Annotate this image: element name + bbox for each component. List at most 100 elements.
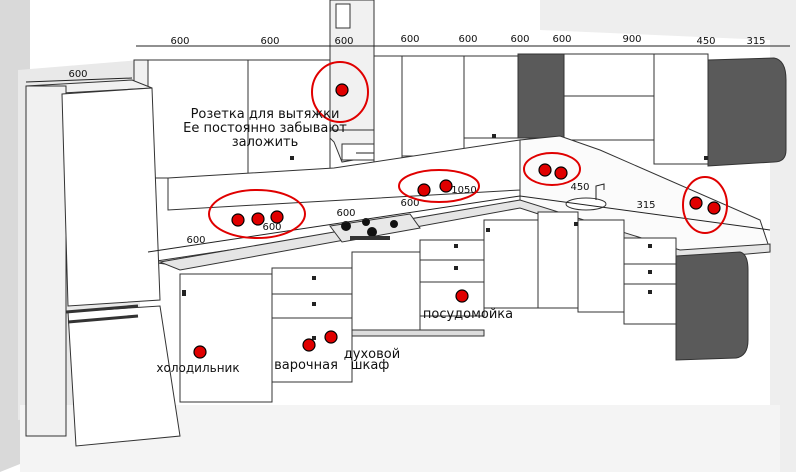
marker-ring-sink <box>523 152 581 186</box>
handle <box>648 290 652 294</box>
counter-dimension-left <box>147 195 521 253</box>
hob <box>329 213 421 243</box>
upper-dim-label: 600 <box>260 36 279 47</box>
upper-cabinet-6 <box>563 53 655 97</box>
burner-2 <box>362 218 370 226</box>
marker-ring-hob <box>208 189 306 239</box>
oven-label-line1: духовой <box>344 347 400 362</box>
handle <box>648 270 652 274</box>
counter-dim-label: 600 <box>262 222 281 233</box>
lower-cabinet-rounded <box>675 251 749 361</box>
upper-cabinet-7 <box>563 95 655 141</box>
upper-dimension-lines: 600 600 600 600 600 600 600 900 450 315 … <box>25 34 790 83</box>
upper-dim-label: 315 <box>746 36 765 47</box>
upper-dim-label: 600 <box>334 36 353 47</box>
handle <box>454 266 458 270</box>
counter-dim-label: 600 <box>400 198 419 209</box>
fridge-door-lower <box>67 305 181 447</box>
lower-cabinets <box>179 134 749 403</box>
upper-dim-label: 450 <box>696 36 715 47</box>
marker-ring-hood <box>311 61 369 123</box>
upper-cabinet-rounded <box>707 57 787 167</box>
hood-socket-note-line2: Ее постоянно забывают <box>183 121 347 136</box>
lower-cabinet-drawer-4 <box>419 259 485 283</box>
marker-ring-counter <box>398 169 480 203</box>
upper-cabinet-4 <box>401 55 465 157</box>
socket-dot <box>439 179 453 193</box>
socket-dot <box>335 83 349 97</box>
upper-cabinet-3 <box>373 55 403 175</box>
socket-dot <box>538 163 552 177</box>
handle <box>486 228 490 232</box>
counter-dim-label: 315 <box>636 200 655 211</box>
handle <box>704 156 708 160</box>
handle <box>290 156 294 160</box>
upper-cabinet-5 <box>463 55 519 139</box>
upper-dim-label: 600 <box>400 34 419 45</box>
burner-4 <box>390 220 398 228</box>
lower-cabinet-drawer-5 <box>623 237 677 265</box>
fridge-label: холодильник <box>156 361 239 375</box>
upper-cabinet-corner <box>517 53 565 139</box>
socket-dot <box>689 196 703 210</box>
upper-cabinet-1 <box>147 59 249 179</box>
socket-dot <box>417 183 431 197</box>
socket-dot-hob-lower <box>302 338 316 352</box>
upper-dim-label: 900 <box>622 34 641 45</box>
fridge-handle-2 <box>67 314 139 324</box>
plinth <box>351 329 485 337</box>
socket-dot <box>270 210 284 224</box>
upper-dim-label: 600 <box>552 34 571 45</box>
fridge-dimension-line <box>25 77 133 83</box>
counter-dim-label: 450 <box>570 182 589 193</box>
handle <box>312 302 316 306</box>
sink-faucet <box>595 183 605 200</box>
lower-cabinet-3 <box>351 251 421 331</box>
hob-controls <box>350 236 390 240</box>
lower-cabinet-1 <box>179 273 273 403</box>
upper-cabinet-8 <box>653 53 709 165</box>
socket-dot <box>554 166 568 180</box>
hood-socket-note-line3: заложить <box>232 135 299 150</box>
counter-dim-label: 1050 <box>451 185 476 196</box>
counter-dimension-right <box>519 195 771 231</box>
hood-vent <box>335 3 351 29</box>
lower-cabinet-5 <box>483 219 539 309</box>
upper-cabinet-2 <box>247 59 331 179</box>
fridge-dim-label: 600 <box>68 69 87 80</box>
counter-dim-label: 600 <box>186 235 205 246</box>
lower-cabinet-drawer-1 <box>271 267 353 295</box>
hood-socket-note-line1: Розетка для вытяжки <box>191 107 340 122</box>
dishwasher-label: посудомойка <box>423 307 513 322</box>
annotations: Розетка для вытяжки Ее постоянно забываю… <box>156 107 513 375</box>
oven-label-line2: шкаф <box>351 358 390 373</box>
upper-cabinets <box>133 53 787 179</box>
hob-label: варочная <box>274 358 338 373</box>
upper-dim-label: 600 <box>510 34 529 45</box>
handle <box>312 276 316 280</box>
lower-cabinet-drawer-3 <box>419 239 485 261</box>
socket-dot-oven <box>324 330 338 344</box>
marker-ring-corner <box>682 176 728 234</box>
lower-cabinet-6 <box>537 211 579 309</box>
socket-dot <box>231 213 245 227</box>
sink-bowl <box>565 197 607 211</box>
handle <box>182 290 186 296</box>
socket-dot <box>251 212 265 226</box>
fridge-side <box>25 85 67 437</box>
fridge-handle-1 <box>65 304 139 314</box>
upper-dim-label: 600 <box>458 34 477 45</box>
lower-cabinet-7 <box>577 219 625 313</box>
socket-dot-dishwasher <box>455 289 469 303</box>
handle <box>648 244 652 248</box>
handle <box>454 244 458 248</box>
dishwasher-cabinet <box>419 281 485 317</box>
counter-dimension-lines: 600 600 600 600 1050 450 315 <box>147 182 771 253</box>
sink <box>565 183 607 211</box>
socket-markers <box>193 61 728 359</box>
burner-3 <box>367 227 377 237</box>
counter-dim-label: 600 <box>336 208 355 219</box>
handle <box>492 134 496 138</box>
handle <box>312 336 316 340</box>
